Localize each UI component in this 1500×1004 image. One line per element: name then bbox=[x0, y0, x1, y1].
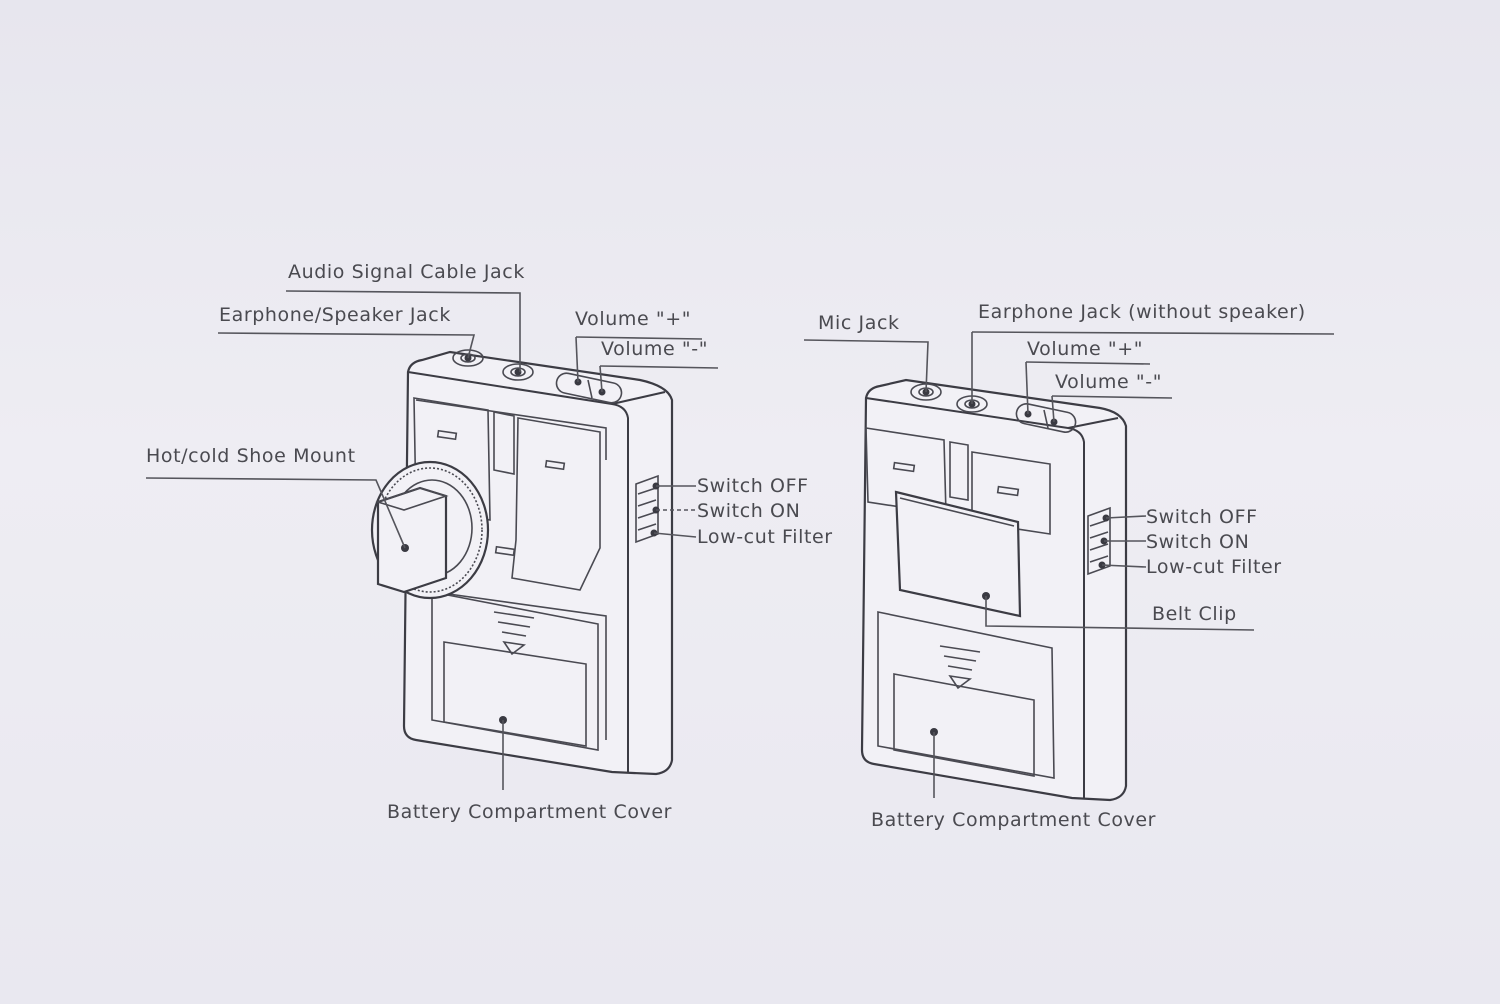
left-audio-signal-jack bbox=[502, 363, 534, 381]
right-battery-cover bbox=[877, 611, 1055, 779]
label-left-volume-plus: Volume "+" bbox=[575, 308, 691, 330]
left-battery-cover bbox=[431, 591, 599, 751]
label-hot-cold-shoe-mount: Hot/cold Shoe Mount bbox=[146, 445, 356, 467]
label-left-switch-off: Switch OFF bbox=[697, 475, 809, 497]
label-earphone-speaker-jack: Earphone/Speaker Jack bbox=[219, 304, 451, 326]
label-mic-jack: Mic Jack bbox=[818, 312, 900, 334]
label-right-switch-off: Switch OFF bbox=[1146, 506, 1258, 528]
left-device-body bbox=[402, 350, 674, 776]
left-upper-button-right bbox=[511, 417, 601, 591]
label-left-switch-on: Switch ON bbox=[697, 500, 800, 522]
label-earphone-jack-without-speaker: Earphone Jack (without speaker) bbox=[978, 301, 1306, 323]
label-right-battery-compartment-cover: Battery Compartment Cover bbox=[871, 809, 1156, 831]
label-right-volume-minus: Volume "-" bbox=[1055, 371, 1162, 393]
label-left-battery-compartment-cover: Battery Compartment Cover bbox=[387, 801, 672, 823]
right-belt-clip bbox=[894, 490, 1022, 618]
left-earphone-speaker-jack bbox=[452, 349, 484, 367]
right-battery-arrow-icon bbox=[939, 645, 981, 690]
label-right-switch-on: Switch ON bbox=[1146, 531, 1249, 553]
right-upper-button-right bbox=[971, 451, 1051, 535]
label-belt-clip: Belt Clip bbox=[1152, 603, 1237, 625]
label-left-low-cut-filter: Low-cut Filter bbox=[697, 526, 833, 548]
label-left-volume-minus: Volume "-" bbox=[601, 338, 708, 360]
right-device: Mic Jack Earphone Jack (without speaker)… bbox=[803, 301, 1335, 831]
label-right-low-cut-filter: Low-cut Filter bbox=[1146, 556, 1282, 578]
label-audio-signal-cable-jack: Audio Signal Cable Jack bbox=[288, 261, 525, 283]
left-volume-rocker bbox=[555, 372, 623, 404]
left-device: Audio Signal Cable Jack Earphone/Speaker… bbox=[145, 261, 833, 823]
left-battery-arrow-icon bbox=[493, 611, 535, 656]
label-right-volume-plus: Volume "+" bbox=[1027, 338, 1143, 360]
right-volume-rocker bbox=[1015, 403, 1077, 433]
left-shoe-mount bbox=[370, 460, 490, 600]
